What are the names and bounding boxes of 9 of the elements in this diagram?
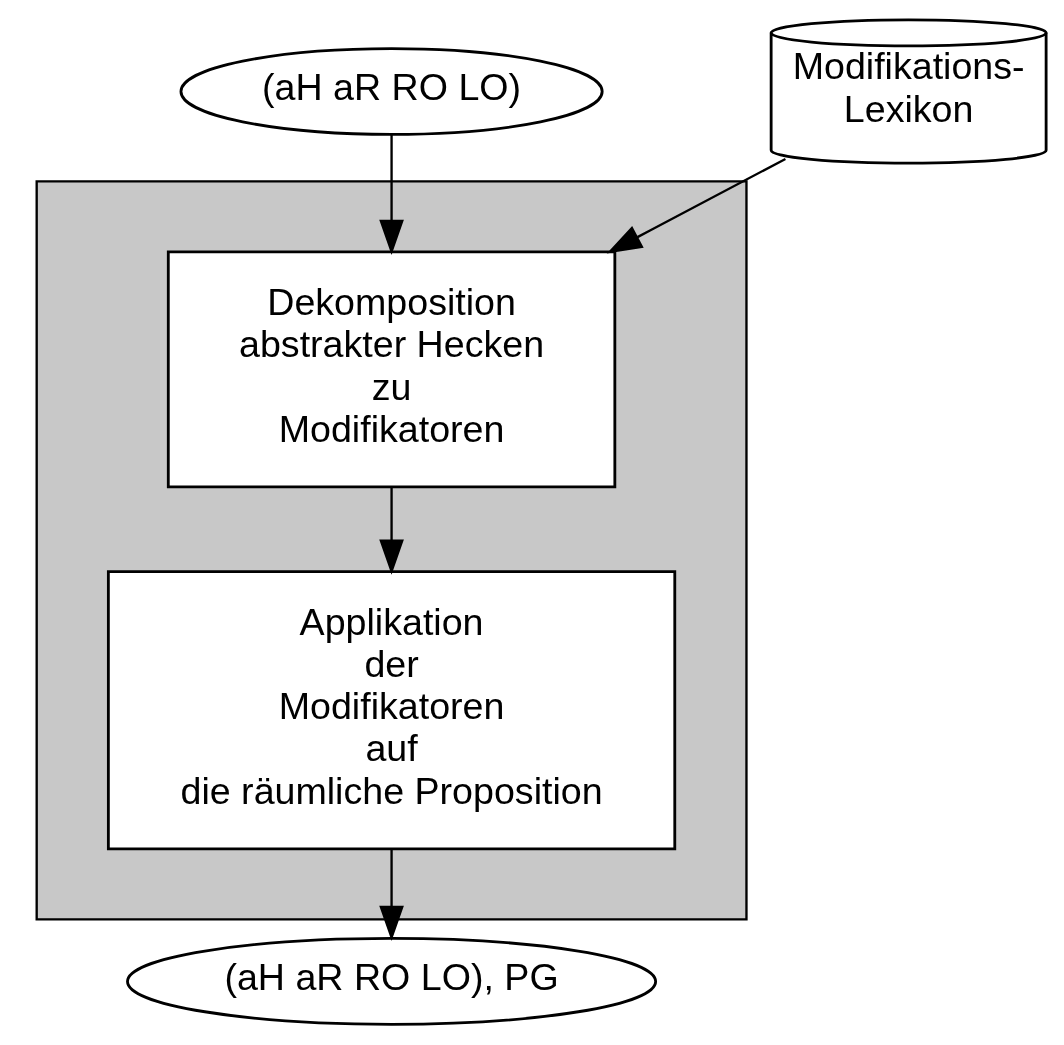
node-box: Dekomposition abstrakter Hecken zu Modifikatoren	[166, 250, 617, 489]
node-box: Applikation der Modifikatoren auf die räumliche Proposition	[106, 570, 677, 851]
node-ellipse: (aH aR RO LO)	[179, 47, 604, 136]
cluster	[35, 180, 748, 921]
arrow	[606, 157, 786, 254]
arrow	[379, 848, 404, 941]
arrow	[379, 487, 404, 575]
arrow	[379, 134, 404, 255]
node-ellipse: (aH aR RO LO), PG	[126, 937, 658, 1026]
